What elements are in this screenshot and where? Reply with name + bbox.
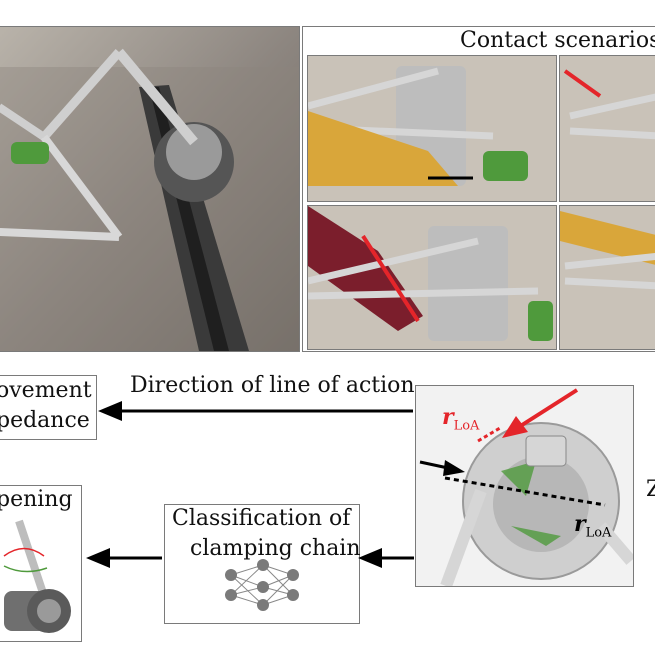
right-edge-partial-label: Z xyxy=(646,477,655,502)
scenario-photo-1 xyxy=(307,55,557,202)
scenario-photo-2 xyxy=(559,55,655,202)
robot-overview-photo xyxy=(0,26,300,352)
direction-line-label: Direction of line of action xyxy=(130,373,415,398)
opening-label: pening xyxy=(0,487,73,512)
movement-label-line2: pedance xyxy=(0,408,90,433)
movement-impedance-box xyxy=(0,375,97,440)
scenario-photo-4 xyxy=(559,205,655,350)
classification-label-line1: Classification of xyxy=(172,506,351,531)
r-loa-red-label: rLoA xyxy=(442,404,480,434)
opening-box xyxy=(0,485,82,642)
classification-label-line2: clamping chain xyxy=(190,536,361,561)
scenario-photo-3 xyxy=(307,205,557,350)
r-loa-black-label: rLoA xyxy=(574,511,612,541)
contact-scenarios-title: Contact scenarios xyxy=(460,28,655,53)
movement-label-line1: ovement xyxy=(0,378,92,403)
neural-network-icon xyxy=(225,559,299,611)
